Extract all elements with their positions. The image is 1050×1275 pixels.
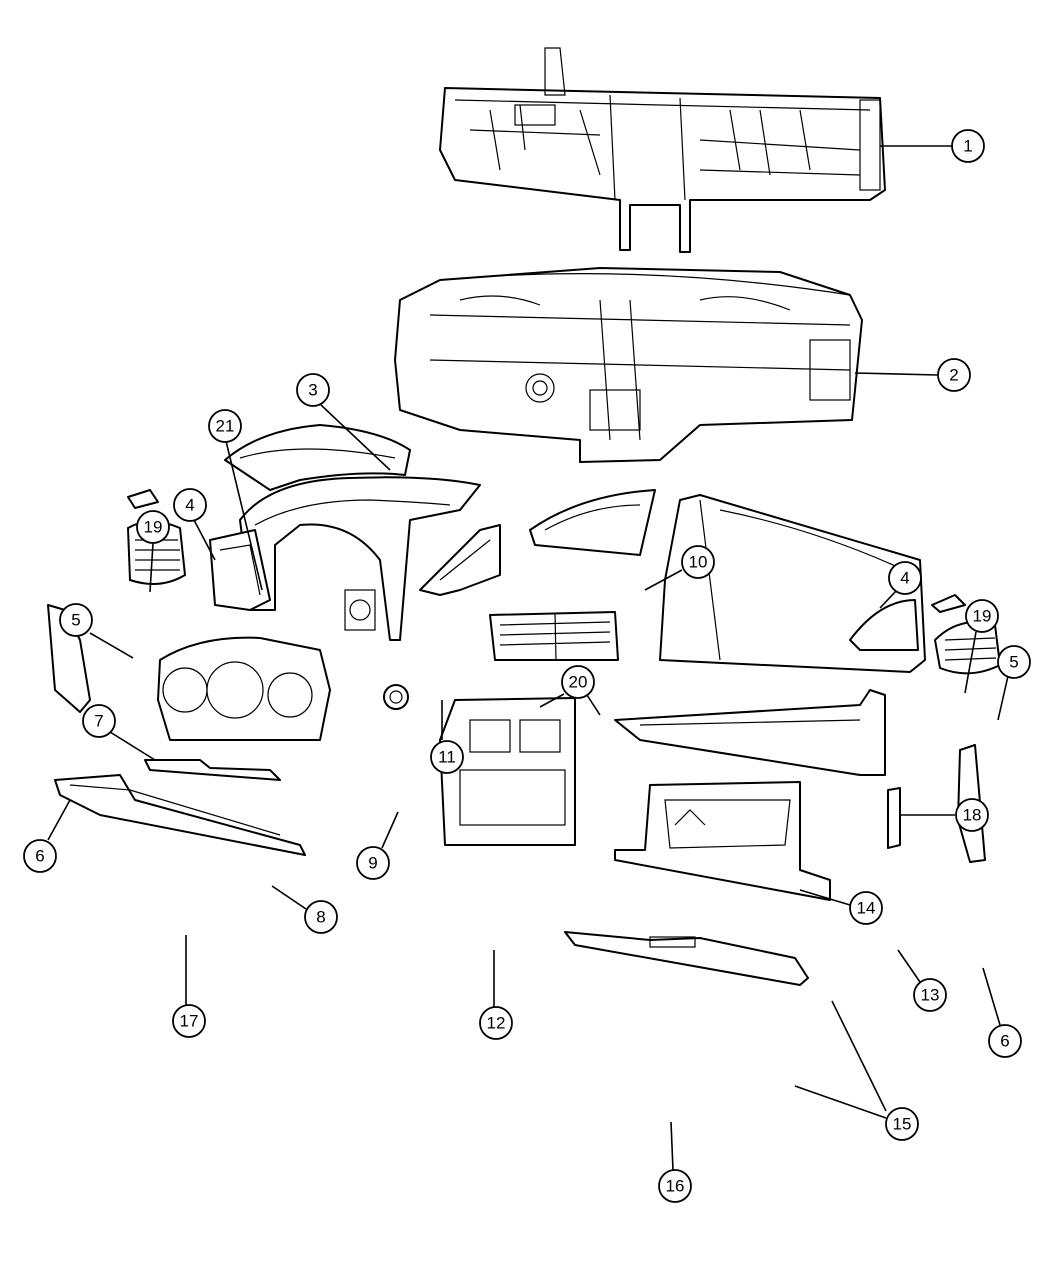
instrument-panel-base <box>394 267 863 463</box>
callout-6-left: 6 <box>23 839 57 873</box>
cluster-lower-trim <box>144 759 281 781</box>
leader-lines <box>47 145 1009 1171</box>
glovebox-upper-cover <box>529 489 656 556</box>
callout-21-label: 21 <box>216 417 235 436</box>
callout-13: 13 <box>913 978 947 1012</box>
callout-4-right-label: 4 <box>900 569 909 588</box>
callout-9: 9 <box>356 846 390 880</box>
callout-16-label: 16 <box>666 1177 685 1196</box>
callout-20: 20 <box>561 665 595 699</box>
callout-15-label: 15 <box>893 1115 912 1134</box>
callout-4-left: 4 <box>173 488 207 522</box>
switch-knob <box>383 684 409 710</box>
callout-12: 12 <box>479 1006 513 1040</box>
callout-8: 8 <box>304 900 338 934</box>
callout-4-right: 4 <box>888 561 922 595</box>
callout-14-label: 14 <box>857 899 876 918</box>
callout-19-right: 19 <box>965 599 999 633</box>
callout-5-right-label: 5 <box>1009 653 1018 672</box>
callout-11: 11 <box>430 740 464 774</box>
callout-3-label: 3 <box>308 381 317 400</box>
cluster-bezel <box>239 476 481 641</box>
callout-4-left-label: 4 <box>185 496 194 515</box>
instrument-cluster <box>157 636 331 741</box>
callout-17: 17 <box>172 1004 206 1038</box>
left-lower-panel <box>54 774 306 856</box>
callout-10-label: 10 <box>689 553 708 572</box>
center-bezel <box>439 697 576 846</box>
knee-bolster <box>564 931 809 986</box>
right-lower-trim <box>614 689 886 776</box>
callout-14: 14 <box>849 891 883 925</box>
right-air-outlet <box>931 594 1001 675</box>
callout-19-left-label: 19 <box>144 518 163 537</box>
callout-20-label: 20 <box>569 673 588 692</box>
callout-5-right: 5 <box>997 645 1031 679</box>
callout-5-left: 5 <box>59 603 93 637</box>
callout-8-label: 8 <box>316 908 325 927</box>
callout-7-label: 7 <box>94 712 103 731</box>
glovebox <box>614 781 831 901</box>
callout-13-label: 13 <box>921 986 940 1005</box>
callout-1: 1 <box>951 129 985 163</box>
callout-10: 10 <box>681 545 715 579</box>
callout-1-label: 1 <box>963 137 972 156</box>
cross-car-beam <box>439 47 886 253</box>
callout-3: 3 <box>296 373 330 407</box>
callout-2: 2 <box>937 358 971 392</box>
callout-15: 15 <box>885 1107 919 1141</box>
center-air-outlets <box>489 611 619 661</box>
callout-19-left: 19 <box>136 510 170 544</box>
callout-6-right: 6 <box>988 1024 1022 1058</box>
callout-17-label: 17 <box>180 1012 199 1031</box>
center-bracket <box>419 524 501 596</box>
callout-12-label: 12 <box>487 1014 506 1033</box>
callout-18: 18 <box>955 798 989 832</box>
callout-9-label: 9 <box>368 854 377 873</box>
callout-2-label: 2 <box>949 366 958 385</box>
callout-7: 7 <box>82 704 116 738</box>
callout-18-label: 18 <box>963 806 982 825</box>
callout-6-left-label: 6 <box>35 847 44 866</box>
callout-11-label: 11 <box>438 748 456 767</box>
callout-6-right-label: 6 <box>1000 1032 1009 1051</box>
callout-21: 21 <box>208 409 242 443</box>
callout-19-right-label: 19 <box>973 607 992 626</box>
callout-5-left-label: 5 <box>71 611 80 630</box>
callout-16: 16 <box>658 1169 692 1203</box>
passenger-panel <box>659 494 926 673</box>
